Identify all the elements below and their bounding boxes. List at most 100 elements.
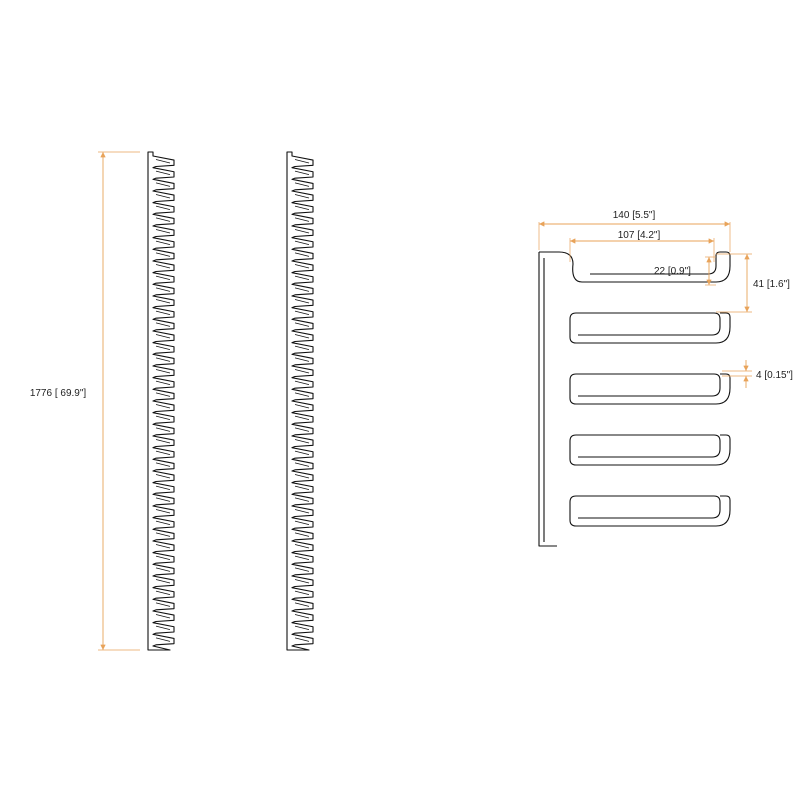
rail-left-slots — [155, 159, 171, 642]
rail-hook-slot — [155, 509, 171, 514]
rail-hook-slot — [155, 299, 171, 304]
rail-hook-slot — [294, 544, 310, 549]
rail-hook-slot — [294, 240, 310, 246]
rail-hook-slot — [155, 287, 171, 292]
rail-hook-slot — [155, 380, 171, 386]
rail-hook-slot — [155, 544, 171, 549]
rail-hook-slot — [155, 520, 171, 526]
rail-hook-slot — [294, 392, 310, 397]
rail-hook-slot — [294, 497, 310, 502]
rail-hook-slot — [294, 287, 310, 292]
rail-hook-slot — [294, 182, 310, 187]
rail-hook-slot — [294, 194, 310, 199]
rail-hook-slot — [155, 275, 171, 281]
rail-hook-slot — [155, 205, 171, 211]
rail-hook-slot — [155, 462, 171, 467]
rail-hook-slot — [294, 474, 310, 479]
rail-hook-slot — [155, 217, 171, 222]
rail-hook-slot — [294, 252, 310, 257]
rail-hook-slot — [294, 264, 310, 269]
rail-hook-slot — [294, 205, 310, 211]
rail-hook-slot — [294, 159, 310, 164]
inner-width-label: 107 [4.2"] — [618, 230, 661, 241]
rail-hook-slot — [155, 392, 171, 397]
rail-hook-slot — [155, 159, 171, 164]
rail-hook-slot — [294, 427, 310, 432]
rail-hook-slot — [294, 229, 310, 234]
thickness-label: 4 [0.15"] — [756, 370, 793, 381]
rail-hook-slot — [294, 369, 310, 374]
rail-hook-slot — [155, 170, 171, 176]
rail-hook-slot — [155, 264, 171, 269]
rail-hook-slot — [155, 532, 171, 537]
rail-hook-slot — [294, 637, 310, 642]
rail-hook-slot — [294, 450, 310, 456]
rail-hook-slot — [155, 555, 171, 561]
rail-hook-slot — [155, 369, 171, 374]
rail-hook-slot — [294, 555, 310, 561]
rail-hook-slot — [155, 229, 171, 234]
rail-hook-slot — [155, 322, 171, 327]
rail-hook-slot — [294, 567, 310, 572]
height-label: 1776 [ 69.9"] — [30, 388, 87, 399]
rail-hook-slot — [294, 404, 310, 409]
rail-hook-slot — [155, 637, 171, 642]
rail-hook-slot — [155, 415, 171, 421]
rail-hook-slot — [155, 252, 171, 257]
rail-hook-slot — [294, 415, 310, 421]
rail-hook-slot — [294, 614, 310, 619]
rail-hook-slot — [294, 345, 310, 351]
rail-hook-slot — [155, 427, 171, 432]
rail-hook-slot — [155, 602, 171, 607]
rail-hook-slot — [155, 194, 171, 199]
rail-hook-slot — [294, 590, 310, 596]
rail-hook-slot — [294, 439, 310, 444]
rail-hook-slot — [294, 532, 310, 537]
rail-hook-slot — [155, 404, 171, 409]
rail-hook-slot — [155, 357, 171, 362]
rail-hook-slot — [294, 520, 310, 526]
rail-hook-slot — [155, 474, 171, 479]
rail-hook-slot — [155, 614, 171, 619]
rail-hook-slot — [294, 275, 310, 281]
rail-hook-slot — [155, 345, 171, 351]
detail-outline — [538, 251, 731, 547]
rail-hook-slot — [294, 357, 310, 362]
rail-hook-slot — [294, 380, 310, 386]
rail-hook-slot — [294, 509, 310, 514]
rail-hook-slot — [155, 567, 171, 572]
rail-hook-slot — [155, 579, 171, 584]
rail-hook-slot — [155, 485, 171, 491]
rail-hook-slot — [155, 240, 171, 246]
detail-view: 140 [5.5"] 107 [4.2"] 22 [0.9"] 41 [1.6"… — [538, 210, 793, 547]
rail-right — [286, 151, 314, 651]
rail-hook-slot — [155, 310, 171, 316]
rail-hook-slot — [294, 334, 310, 339]
rail-hook-slot — [294, 602, 310, 607]
rail-hook-slot — [294, 310, 310, 316]
rail-hook-slot — [155, 334, 171, 339]
rail-hook-slot — [155, 182, 171, 187]
rail-hook-slot — [294, 217, 310, 222]
rail-right-slots — [294, 159, 310, 642]
rail-hook-slot — [294, 299, 310, 304]
overall-height-dimension: 1776 [ 69.9"] — [30, 151, 140, 651]
total-width-label: 140 [5.5"] — [613, 210, 656, 221]
rail-hook-slot — [155, 497, 171, 502]
rail-right-outline — [286, 151, 314, 651]
rail-hook-slot — [294, 625, 310, 631]
rail-hook-slot — [155, 590, 171, 596]
rail-hook-slot — [294, 485, 310, 491]
rail-hook-slot — [155, 439, 171, 444]
rail-hook-slot — [294, 462, 310, 467]
rail-left — [147, 151, 175, 651]
hook-depth-label: 22 [0.9"] — [654, 266, 691, 277]
rail-hook-slot — [155, 625, 171, 631]
rail-hook-slot — [155, 450, 171, 456]
rail-left-outline — [147, 151, 175, 651]
hook-pitch-label: 41 [1.6"] — [753, 279, 790, 290]
rail-hook-slot — [294, 579, 310, 584]
rail-hook-slot — [294, 170, 310, 176]
